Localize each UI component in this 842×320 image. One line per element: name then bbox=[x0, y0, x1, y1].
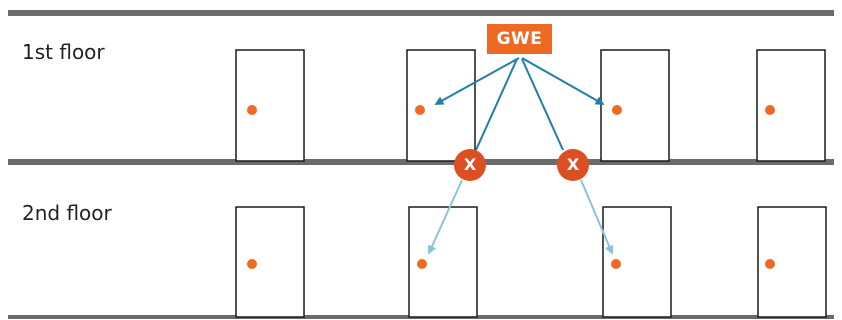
blocked-signal-marker: X bbox=[454, 149, 486, 181]
device-dot bbox=[417, 259, 427, 269]
floor-divider-line bbox=[8, 159, 834, 165]
signal-arrow-floor2-left-upper bbox=[475, 58, 518, 151]
device-dot bbox=[247, 259, 257, 269]
gateway-label: GWE bbox=[496, 29, 543, 49]
gateway-badge: GWE bbox=[487, 24, 552, 54]
device-dot bbox=[247, 105, 257, 115]
signal-arrow-floor2-left-lower bbox=[427, 179, 463, 255]
floor2-rooms bbox=[235, 206, 827, 318]
device-dot bbox=[611, 259, 621, 269]
door bbox=[756, 49, 826, 162]
blocked-marker-label: X bbox=[463, 155, 477, 174]
blocked-signal-marker: X bbox=[557, 149, 589, 181]
device-dot bbox=[612, 105, 622, 115]
device-dot bbox=[415, 105, 425, 115]
device-dot bbox=[765, 105, 775, 115]
floor-label-2nd: 2nd floor bbox=[22, 201, 112, 225]
door bbox=[235, 49, 305, 162]
door bbox=[235, 206, 305, 318]
device-dot bbox=[765, 259, 775, 269]
floor-label-1st: 1st floor bbox=[22, 40, 105, 64]
ceiling-line bbox=[8, 10, 834, 16]
signal-arrow-floor1-right bbox=[521, 57, 605, 105]
signal-arrow-floor1-left bbox=[434, 57, 520, 105]
floor1-rooms bbox=[235, 49, 826, 162]
door bbox=[406, 49, 476, 162]
signal-arrow-floor2-right-lower bbox=[580, 179, 614, 255]
door bbox=[600, 49, 670, 162]
blocked-marker-label: X bbox=[566, 155, 580, 174]
signal-arrow-floor2-right-upper bbox=[521, 58, 564, 151]
